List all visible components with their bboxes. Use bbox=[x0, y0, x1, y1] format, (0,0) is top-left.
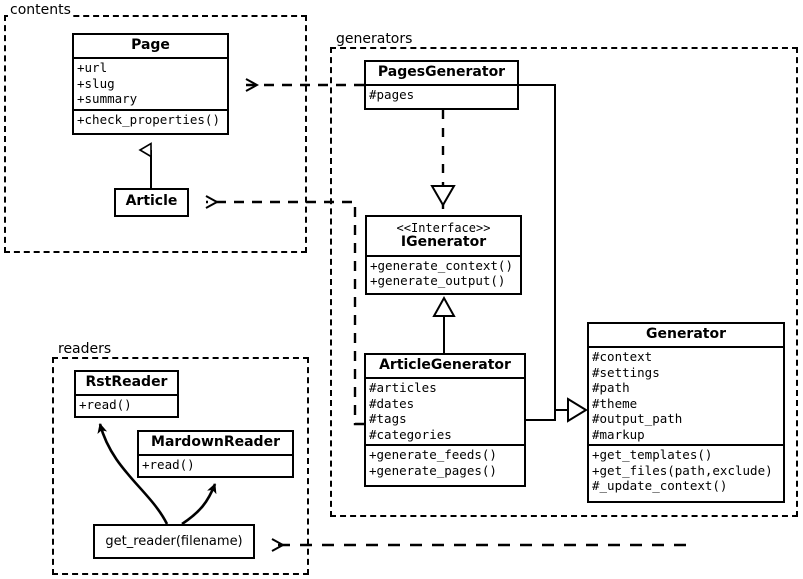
class-article-generator-attributes: #articles #dates #tags #categories bbox=[366, 377, 524, 444]
function-get-reader-label: get_reader(filename) bbox=[105, 534, 243, 549]
attribute: #theme bbox=[592, 395, 638, 411]
attribute: #dates bbox=[369, 395, 415, 411]
class-article-generator-name: ArticleGenerator bbox=[379, 357, 511, 373]
class-page[interactable]: Page +url +slug +summary +check_properti… bbox=[72, 33, 229, 135]
class-page-operations: +check_properties() bbox=[74, 108, 227, 130]
package-readers-label: readers bbox=[56, 341, 114, 357]
class-mardown-reader[interactable]: MardownReader +read() bbox=[137, 430, 294, 478]
attribute: #tags bbox=[369, 411, 407, 427]
operation: +generate_pages() bbox=[369, 462, 497, 478]
class-generator[interactable]: Generator #context #settings #path #them… bbox=[587, 322, 785, 503]
class-pages-generator-attributes: #pages bbox=[366, 84, 517, 105]
package-contents-label: contents bbox=[8, 2, 73, 18]
attribute: #context bbox=[592, 349, 653, 365]
class-article[interactable]: Article bbox=[114, 188, 189, 217]
class-pages-generator[interactable]: PagesGenerator #pages bbox=[364, 60, 519, 110]
class-page-attributes: +url +slug +summary bbox=[74, 57, 227, 109]
class-mardown-reader-name: MardownReader bbox=[151, 434, 280, 450]
class-igenerator[interactable]: <<Interface>> IGenerator +generate_conte… bbox=[365, 215, 522, 295]
class-rst-reader-operations: +read() bbox=[76, 394, 177, 415]
class-page-name: Page bbox=[131, 37, 170, 53]
operation: +read() bbox=[142, 457, 195, 473]
class-generator-name: Generator bbox=[645, 326, 726, 342]
operation: #_update_context() bbox=[592, 478, 728, 494]
attribute: #markup bbox=[592, 426, 645, 442]
class-rst-reader-name: RstReader bbox=[85, 374, 168, 390]
class-article-generator-operations: +generate_feeds() +generate_pages() bbox=[366, 444, 524, 480]
operation: +check_properties() bbox=[77, 111, 220, 127]
operation: +read() bbox=[79, 397, 132, 413]
package-contents bbox=[4, 15, 307, 253]
attribute: #articles bbox=[369, 380, 437, 396]
class-igenerator-stereotype: <<Interface>> bbox=[396, 221, 491, 235]
operation: +generate_feeds() bbox=[369, 447, 497, 463]
operation: +get_templates() bbox=[592, 447, 713, 463]
attribute: #categories bbox=[369, 426, 452, 442]
package-generators bbox=[330, 47, 798, 517]
attribute: #output_path bbox=[592, 411, 683, 427]
class-article-name: Article bbox=[125, 193, 178, 209]
attribute: +url bbox=[77, 60, 108, 76]
class-generator-attributes: #context #settings #path #theme #output_… bbox=[589, 346, 783, 444]
attribute: #path bbox=[592, 380, 630, 396]
operation: +generate_context() bbox=[370, 257, 513, 273]
attribute: #settings bbox=[592, 364, 660, 380]
class-article-generator[interactable]: ArticleGenerator #articles #dates #tags … bbox=[364, 353, 526, 487]
class-rst-reader[interactable]: RstReader +read() bbox=[74, 370, 179, 418]
package-readers bbox=[52, 357, 309, 575]
class-pages-generator-name: PagesGenerator bbox=[377, 64, 506, 80]
attribute: +summary bbox=[77, 91, 138, 107]
class-igenerator-header: <<Interface>> IGenerator bbox=[367, 217, 520, 255]
class-mardown-reader-operations: +read() bbox=[139, 454, 292, 475]
operation: +get_files(path,exclude) bbox=[592, 462, 773, 478]
attribute: +slug bbox=[77, 75, 115, 91]
class-igenerator-operations: +generate_context() +generate_output() bbox=[367, 254, 520, 291]
class-generator-operations: +get_templates() +get_files(path,exclude… bbox=[589, 444, 783, 496]
attribute: #pages bbox=[369, 87, 415, 103]
package-generators-label: generators bbox=[334, 31, 415, 47]
class-igenerator-name: IGenerator bbox=[400, 234, 487, 251]
operation: +generate_output() bbox=[370, 273, 506, 289]
function-get-reader[interactable]: get_reader(filename) bbox=[93, 524, 255, 559]
